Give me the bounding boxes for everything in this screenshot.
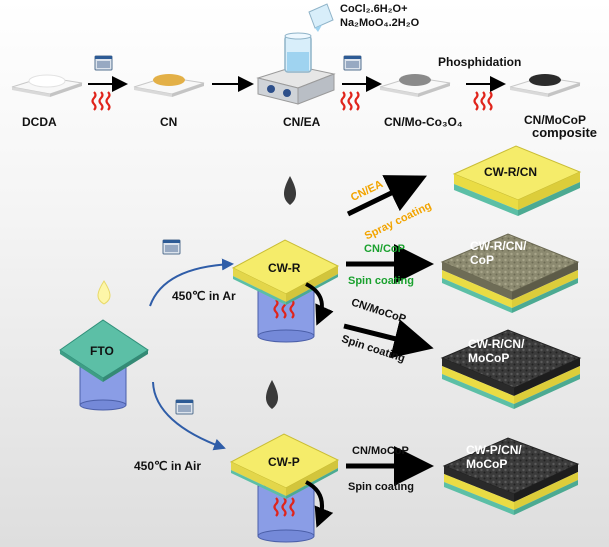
arrow-route-spray bbox=[346, 175, 427, 217]
cw-r-label: CW-R bbox=[268, 261, 301, 275]
anneal-ar-label: 450℃ in Ar bbox=[172, 289, 236, 303]
step-cn: CN bbox=[160, 115, 178, 129]
product3-label-line1: CW-R/CN/ bbox=[468, 337, 525, 351]
step-cn-mo-co3o4: CN/Mo-Co₃O₄ bbox=[384, 115, 463, 129]
furnace-icon bbox=[343, 55, 362, 71]
cn-mocop-tray bbox=[509, 74, 581, 97]
step-cn-mocop: CN/MoCoP bbox=[524, 113, 586, 127]
product3-label-line2: MoCoP bbox=[468, 351, 510, 365]
cn-mo-co3o4-tray bbox=[379, 74, 451, 97]
product1-label: CW-R/CN bbox=[484, 165, 538, 179]
dcda-tray bbox=[11, 74, 83, 97]
heat-icon bbox=[340, 91, 360, 111]
step-cn-ea: CN/EA bbox=[283, 115, 321, 129]
reagents-line2: Na₂MoO₄.2H₂O bbox=[340, 17, 420, 29]
reagents-line1: CoCl₂.6H₂O+ bbox=[340, 3, 408, 15]
pouring-beaker-icon bbox=[308, 3, 334, 32]
anneal-air-label: 450℃ in Air bbox=[134, 459, 202, 473]
route2-method: Spin coating bbox=[348, 275, 414, 287]
route2-material: CN/CoP bbox=[364, 243, 405, 255]
product2-label-line2: CoP bbox=[470, 253, 494, 267]
hotplate-stirrer-icon bbox=[256, 65, 336, 105]
heat-icon bbox=[91, 91, 111, 111]
product4-label-line1: CW-P/CN/ bbox=[466, 443, 522, 457]
droplet-icon bbox=[265, 380, 279, 409]
route4-material: CN/MoCoP bbox=[352, 445, 409, 457]
beaker-icon bbox=[284, 32, 312, 73]
product-cw-p-cn-mocop bbox=[442, 437, 580, 515]
product2-label-line1: CW-R/CN/ bbox=[470, 239, 527, 253]
step-dcda: DCDA bbox=[22, 115, 57, 129]
droplet-icon bbox=[283, 176, 297, 205]
cw-r-substrate bbox=[231, 239, 340, 343]
rotation-arrow-icon bbox=[305, 282, 334, 326]
heat-icon bbox=[273, 497, 295, 517]
arrow-to-cw-p bbox=[152, 381, 226, 451]
heat-icon bbox=[473, 91, 493, 111]
fto-label: FTO bbox=[90, 344, 114, 358]
arrow-to-cw-r bbox=[149, 258, 234, 307]
product-cw-r-cn-cop bbox=[440, 233, 580, 313]
product-cw-r-cn bbox=[452, 145, 582, 216]
arrow-route-mocop-r bbox=[343, 319, 434, 359]
furnace-icon bbox=[162, 239, 181, 255]
phosphidation-label: Phosphidation bbox=[438, 55, 522, 69]
droplet-icon bbox=[97, 280, 111, 305]
product-cw-r-cn-mocop bbox=[440, 329, 582, 409]
fto-substrate bbox=[59, 319, 149, 411]
product4-label-line2: MoCoP bbox=[466, 457, 508, 471]
route4-method: Spin coating bbox=[348, 481, 414, 493]
furnace-icon bbox=[175, 399, 194, 415]
cn-tray bbox=[133, 74, 205, 97]
cw-p-label: CW-P bbox=[268, 455, 300, 469]
cw-p-substrate bbox=[229, 433, 340, 543]
step-composite: composite bbox=[532, 125, 598, 140]
rotation-arrow-icon bbox=[305, 480, 334, 528]
furnace-icon bbox=[94, 55, 113, 71]
